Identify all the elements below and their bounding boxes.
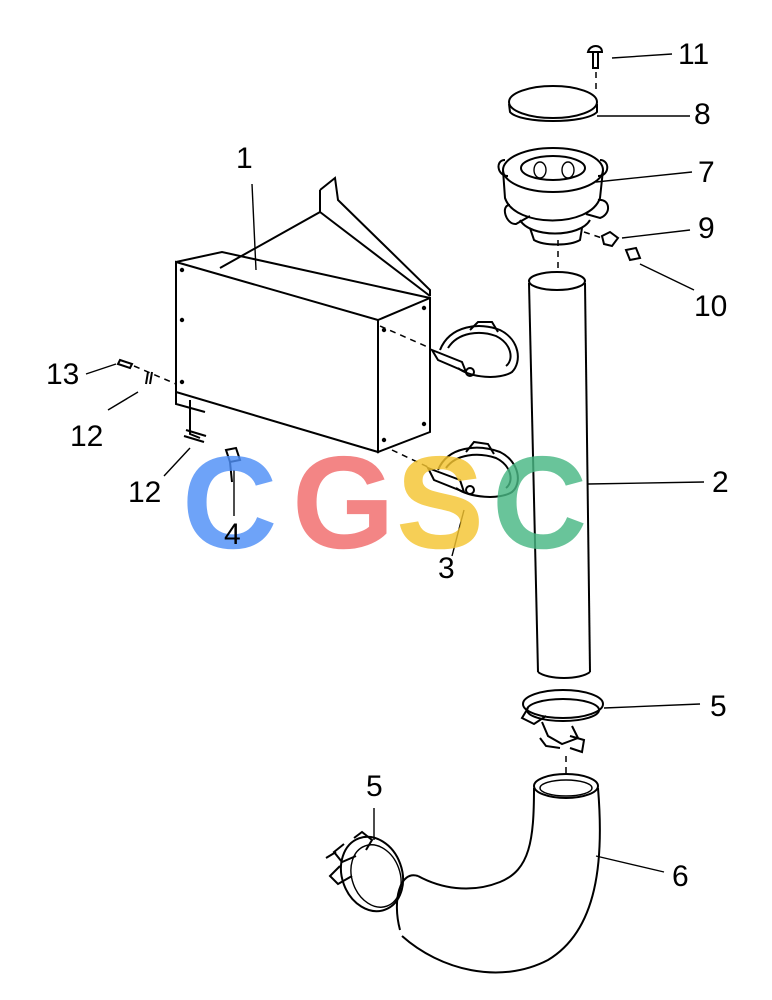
leader-lines: [85, 53, 705, 873]
callout-9: 9: [698, 212, 715, 245]
callout-1: 1: [236, 142, 253, 175]
callout-10: 10: [694, 290, 727, 323]
part-8-rain-cap: [508, 85, 598, 122]
part-9-nut: [600, 230, 620, 248]
callout-7: 7: [698, 156, 715, 189]
callout-3: 3: [438, 552, 455, 585]
part-5-lower-band-clamp: [325, 830, 405, 913]
callout-5-upper: 5: [710, 690, 727, 723]
part-4-bolt: [224, 446, 242, 483]
callout-5-lower: 5: [366, 770, 383, 803]
alignment-line: [133, 365, 177, 385]
part-13-nut: [116, 358, 134, 370]
watermark-letter-s: S: [396, 429, 484, 576]
alignment-line: [379, 325, 431, 349]
alignment-line: [391, 449, 431, 469]
part-7-cap-housing: [497, 147, 609, 246]
part-12-washer-upper: [145, 371, 153, 385]
part-3-upper-clamp: [429, 321, 519, 378]
watermark-letter-c1: C: [182, 429, 277, 576]
part-11-screw: [586, 45, 604, 69]
callout-labels: 1 2 3 4 5 5 6 7 8 9 10 11 12 12 13: [46, 38, 729, 893]
part-1-heat-shield: [175, 176, 431, 454]
callout-12-lower: 12: [128, 476, 161, 509]
watermark-letter-g: G: [292, 429, 395, 576]
part-12-washer-lower: [183, 429, 207, 443]
callout-13: 13: [46, 358, 79, 391]
callout-2: 2: [712, 466, 729, 499]
part-2-exhaust-pipe: [528, 271, 591, 679]
callout-12-upper: 12: [70, 420, 103, 453]
alignment-line: [583, 231, 603, 239]
part-3-lower-clamp: [425, 440, 519, 498]
callout-4: 4: [224, 518, 241, 551]
part-6-elbow-pipe: [395, 773, 601, 974]
callout-6: 6: [672, 860, 689, 893]
watermark-letter-c2: C: [492, 429, 587, 576]
callout-11: 11: [678, 38, 709, 71]
part-5-upper-band-clamp: [520, 689, 604, 754]
callout-8: 8: [694, 98, 711, 131]
part-10-bolt: [624, 246, 642, 262]
watermark-cgsc: C G S C: [182, 429, 587, 576]
